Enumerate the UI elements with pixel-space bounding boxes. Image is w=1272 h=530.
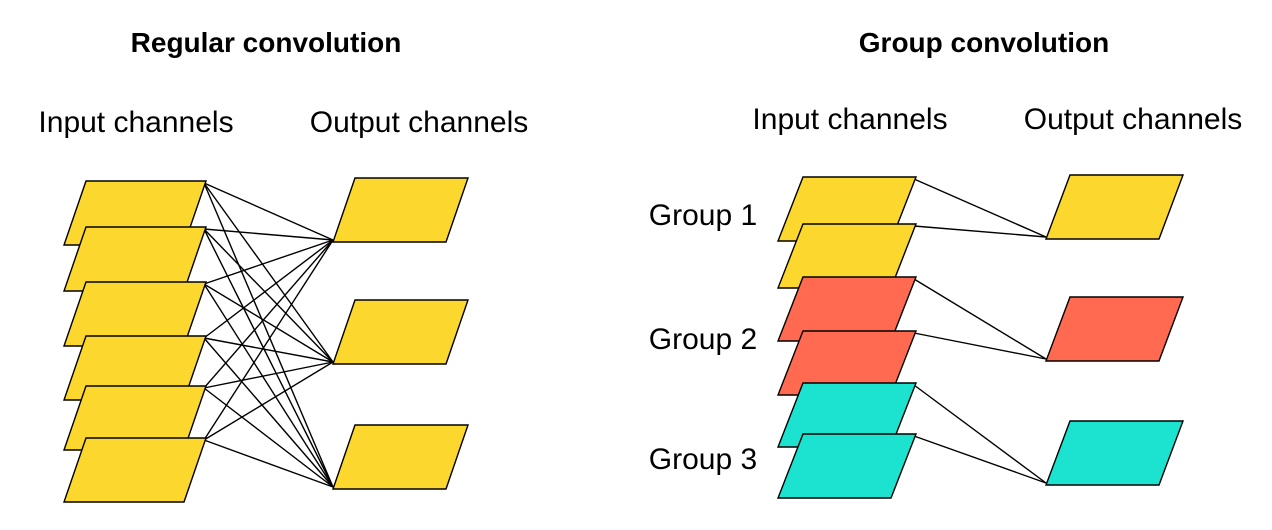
group-connection-line — [913, 225, 1047, 238]
regular-connection-line — [203, 182, 334, 363]
regular-connection-line — [203, 387, 334, 488]
regular-connection-line — [203, 239, 334, 389]
group-2-output-channel — [1044, 296, 1185, 362]
regular-connection-line — [203, 182, 334, 488]
regular-connection-line — [203, 337, 334, 363]
regular-connections — [203, 182, 334, 488]
regular-connection-line — [203, 182, 334, 241]
group-input-channels — [776, 176, 918, 499]
group-1-output-channel — [1044, 174, 1185, 240]
regular-output-channel — [332, 424, 469, 490]
group-convolution-title: Group convolution — [859, 27, 1109, 58]
group-3-input-channel — [776, 433, 918, 499]
regular-output-channel — [332, 299, 469, 365]
group-output-channels-label: Output channels — [1024, 103, 1242, 136]
group-connection-line — [913, 384, 1047, 484]
regular-connection-line — [203, 361, 334, 389]
regular-input-channels-label: Input channels — [38, 106, 233, 139]
regular-input-channel — [63, 437, 207, 503]
group-input-channels-label: Input channels — [752, 103, 947, 136]
regular-connection-line — [203, 228, 334, 488]
group-1-label: Group 1 — [649, 199, 757, 232]
regular-connection-line — [203, 228, 334, 363]
regular-input-channels — [63, 180, 207, 503]
group-connection-line — [913, 278, 1047, 360]
group-3-output-channel — [1044, 420, 1185, 486]
group-3-label: Group 3 — [649, 443, 757, 476]
regular-connection-line — [203, 439, 334, 488]
group-connection-line — [913, 435, 1047, 484]
group-connections — [913, 178, 1047, 484]
group-connection-line — [913, 178, 1047, 238]
regular-connection-line — [203, 239, 334, 441]
group-connection-line — [913, 332, 1047, 360]
regular-output-channels-label: Output channels — [310, 106, 528, 139]
regular-connection-line — [203, 361, 334, 441]
regular-connection-line — [203, 337, 334, 488]
regular-connection-line — [203, 239, 334, 339]
regular-connection-line — [203, 283, 334, 363]
group-2-label: Group 2 — [649, 323, 757, 356]
regular-connection-line — [203, 283, 334, 488]
regular-convolution-title: Regular convolution — [131, 27, 402, 58]
regular-output-channel — [332, 177, 469, 243]
regular-output-channels — [332, 177, 469, 490]
regular-connection-line — [203, 228, 334, 241]
group-output-channels — [1044, 174, 1185, 486]
regular-connection-line — [203, 239, 334, 285]
